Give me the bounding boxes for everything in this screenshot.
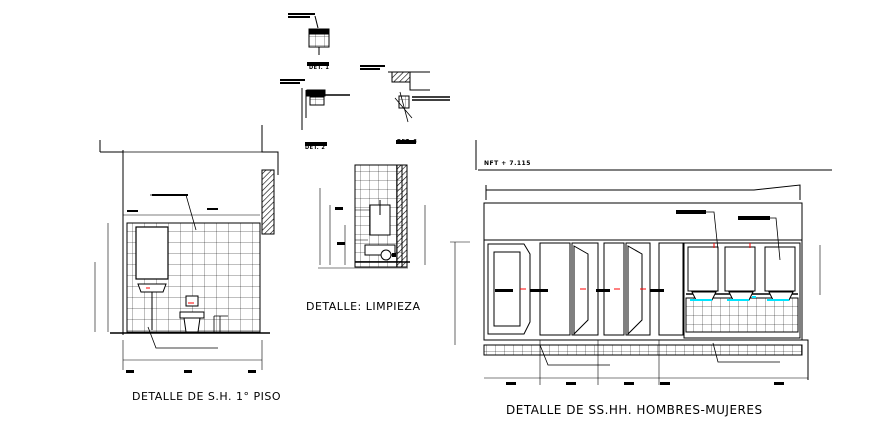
ss-hh-elevation bbox=[450, 140, 832, 385]
limpieza-elevation bbox=[318, 164, 426, 269]
det-3 bbox=[360, 65, 450, 123]
title-sh-primer-piso: DETALLE DE S.H. 1° PISO bbox=[132, 390, 281, 403]
det-2-label: DET. 2 bbox=[305, 145, 326, 151]
title-ss-hh: DETALLE DE SS.HH. HOMBRES-MUJERES bbox=[506, 403, 763, 417]
det-3-label: DET. 3 bbox=[397, 139, 418, 145]
sh-primer-piso-elevation bbox=[94, 125, 279, 370]
det-1-label: DET. 1 bbox=[309, 65, 330, 71]
det-2 bbox=[280, 79, 350, 130]
det-1 bbox=[288, 13, 330, 55]
level-label: NFT + 7.115 bbox=[484, 160, 531, 167]
title-limpieza: DETALLE: LIMPIEZA bbox=[306, 300, 421, 313]
